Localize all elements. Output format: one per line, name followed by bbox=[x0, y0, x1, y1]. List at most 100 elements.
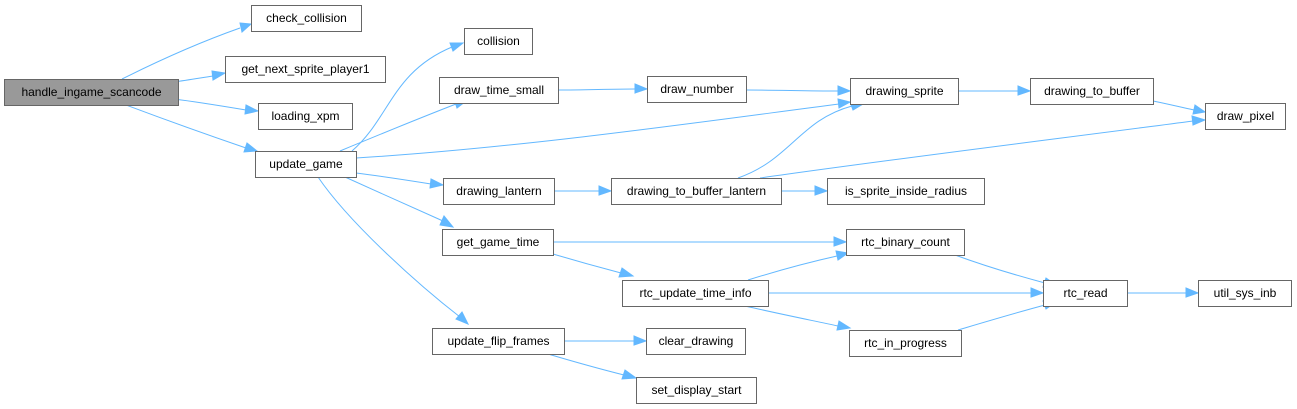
node-drawing-to-buffer[interactable]: drawing_to_buffer bbox=[1030, 78, 1154, 105]
node-loading-xpm[interactable]: loading_xpm bbox=[258, 103, 353, 130]
node-box[interactable] bbox=[464, 28, 533, 55]
node-rtc-update-time-info[interactable]: rtc_update_time_info bbox=[622, 280, 769, 307]
edge-rtc_update_time_info-to-rtc_read bbox=[767, 287, 1045, 298]
node-box[interactable] bbox=[442, 229, 554, 256]
edge-line bbox=[339, 103, 457, 152]
edge-handle_ingame_scancode-to-loading_xpm bbox=[173, 98, 260, 115]
node-box[interactable] bbox=[646, 328, 746, 355]
node-box[interactable] bbox=[225, 56, 386, 83]
node-handle-ingame-scancode[interactable]: handle_ingame_scancode bbox=[4, 79, 179, 106]
edge-update_game-to-draw_time_small bbox=[339, 98, 468, 152]
node-drawing-sprite[interactable]: drawing_sprite bbox=[850, 78, 959, 105]
edge-line bbox=[173, 98, 247, 111]
node-label: is_sprite_inside_radius bbox=[845, 184, 967, 198]
node-box[interactable] bbox=[827, 178, 985, 205]
node-label: handle_ingame_scancode bbox=[21, 85, 161, 99]
node-box[interactable] bbox=[1205, 103, 1286, 130]
edge-line bbox=[745, 89, 839, 92]
node-drawing-to-buffer-lantern[interactable]: drawing_to_buffer_lantern bbox=[611, 178, 782, 205]
node-label: get_game_time bbox=[457, 235, 540, 249]
node-box[interactable] bbox=[647, 76, 747, 103]
node-box[interactable] bbox=[622, 280, 769, 307]
node-label: set_display_start bbox=[651, 383, 742, 397]
node-box[interactable] bbox=[1198, 280, 1292, 307]
node-box[interactable] bbox=[432, 328, 565, 355]
node-rtc-binary-count[interactable]: rtc_binary_count bbox=[846, 229, 965, 256]
node-rtc-read[interactable]: rtc_read bbox=[1043, 280, 1128, 307]
node-set-display-start[interactable]: set_display_start bbox=[636, 377, 757, 404]
edge-line bbox=[121, 27, 241, 80]
node-check-collision[interactable]: check_collision bbox=[251, 5, 362, 32]
node-box[interactable] bbox=[443, 178, 555, 205]
node-label: rtc_read bbox=[1063, 286, 1107, 300]
node-box[interactable] bbox=[850, 78, 959, 105]
edge-arrowhead bbox=[243, 142, 259, 153]
edge-draw_number-to-drawing_sprite bbox=[745, 85, 852, 96]
node-box[interactable] bbox=[258, 103, 353, 130]
node-box[interactable] bbox=[1030, 78, 1154, 105]
edge-arrowhead bbox=[837, 98, 852, 109]
node-util-sys-inb[interactable]: util_sys_inb bbox=[1198, 280, 1292, 307]
edge-rtc_read-to-util_sys_inb bbox=[1126, 287, 1200, 298]
node-box[interactable] bbox=[1043, 280, 1128, 307]
node-box[interactable] bbox=[439, 77, 559, 104]
node-drawing-lantern[interactable]: drawing_lantern bbox=[443, 178, 555, 205]
node-label: loading_xpm bbox=[271, 109, 339, 123]
node-update-game[interactable]: update_game bbox=[255, 151, 357, 178]
edge-update_game-to-drawing_sprite bbox=[355, 98, 852, 159]
edge-line bbox=[957, 304, 1046, 331]
node-get-next-sprite-player1[interactable]: get_next_sprite_player1 bbox=[225, 56, 386, 83]
edge-arrowhead bbox=[1185, 287, 1200, 298]
edge-update_flip_frames-to-clear_drawing bbox=[563, 335, 648, 346]
node-draw-pixel[interactable]: draw_pixel bbox=[1205, 103, 1286, 130]
node-box[interactable] bbox=[849, 330, 962, 357]
node-draw-number[interactable]: draw_number bbox=[647, 76, 747, 103]
node-label: get_next_sprite_player1 bbox=[241, 62, 369, 76]
edge-line bbox=[552, 253, 622, 274]
edge-drawing_to_buffer_lantern-to-draw_pixel bbox=[759, 115, 1207, 179]
node-is-sprite-inside-radius[interactable]: is_sprite_inside_radius bbox=[827, 178, 985, 205]
edge-handle_ingame_scancode-to-check_collision bbox=[121, 22, 253, 80]
node-box[interactable] bbox=[611, 178, 782, 205]
node-label: drawing_to_buffer_lantern bbox=[627, 184, 766, 198]
edge-arrowhead bbox=[634, 83, 649, 94]
edge-arrowhead bbox=[1192, 104, 1207, 115]
edge-line bbox=[344, 176, 444, 222]
edge-line bbox=[759, 120, 1194, 179]
node-box[interactable] bbox=[636, 377, 757, 404]
node-label: update_flip_frames bbox=[447, 334, 549, 348]
node-clear-drawing[interactable]: clear_drawing bbox=[646, 328, 746, 355]
node-update-flip-frames[interactable]: update_flip_frames bbox=[432, 328, 565, 355]
node-draw-time-small[interactable]: draw_time_small bbox=[439, 77, 559, 104]
edge-arrowhead bbox=[598, 185, 613, 196]
edge-arrowhead bbox=[455, 311, 470, 325]
node-collision[interactable]: collision bbox=[464, 28, 533, 55]
node-label: draw_time_small bbox=[454, 83, 544, 97]
edge-rtc_in_progress-to-rtc_read bbox=[957, 300, 1058, 331]
node-box[interactable] bbox=[255, 151, 357, 178]
edge-arrowhead bbox=[618, 267, 635, 278]
edge-arrowhead bbox=[836, 320, 852, 331]
node-label: draw_number bbox=[660, 82, 733, 96]
edge-arrowhead bbox=[833, 236, 848, 247]
node-box[interactable] bbox=[4, 79, 179, 106]
edge-handle_ingame_scancode-to-update_game bbox=[125, 104, 259, 153]
edge-update_flip_frames-to-set_display_start bbox=[547, 353, 638, 380]
node-get-game-time[interactable]: get_game_time bbox=[442, 229, 554, 256]
edge-arrowhead bbox=[837, 85, 852, 96]
node-label: drawing_lantern bbox=[456, 184, 541, 198]
node-label: rtc_update_time_info bbox=[639, 286, 751, 300]
edge-update_game-to-drawing_lantern bbox=[355, 172, 445, 189]
edge-line bbox=[954, 254, 1046, 284]
edge-arrowhead bbox=[633, 335, 648, 346]
edge-line bbox=[355, 172, 432, 185]
node-box[interactable] bbox=[846, 229, 965, 256]
node-rtc-in-progress[interactable]: rtc_in_progress bbox=[849, 330, 962, 357]
edge-drawing_lantern-to-drawing_to_buffer_lantern bbox=[554, 185, 613, 196]
edge-arrowhead bbox=[449, 42, 465, 52]
node-box[interactable] bbox=[251, 5, 362, 32]
node-label: clear_drawing bbox=[659, 334, 734, 348]
edge-arrowhead bbox=[429, 178, 445, 189]
edge-arrowhead bbox=[439, 215, 455, 228]
